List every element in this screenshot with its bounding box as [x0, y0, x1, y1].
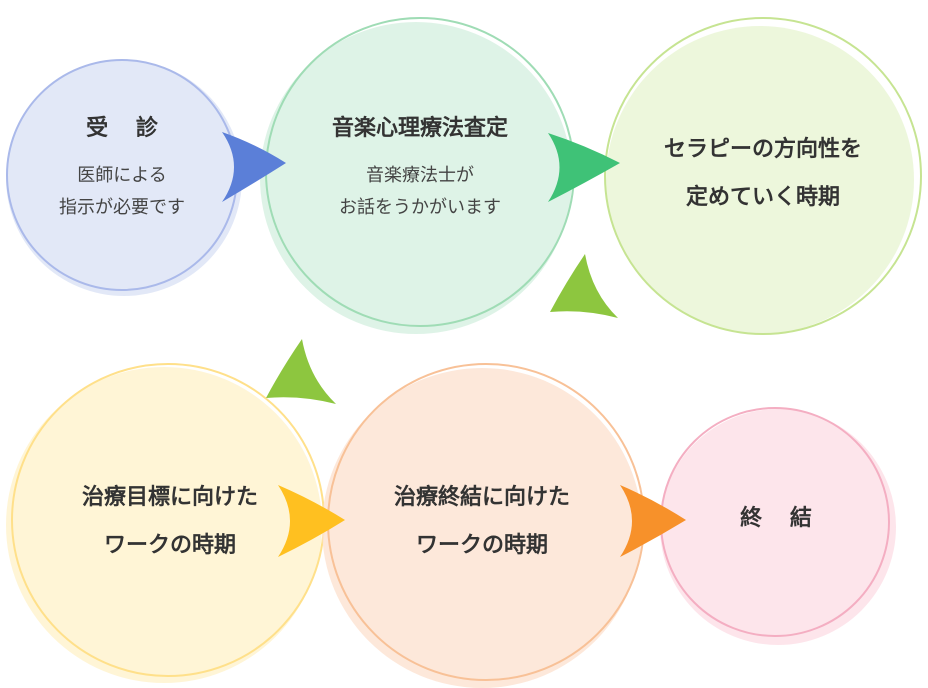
step-end-work-label: 治療終結に向けた ワークの時期	[342, 474, 622, 570]
arrow-goal-to-end	[278, 485, 345, 557]
step-assessment-shadow	[260, 22, 572, 334]
step-closing-label: 終 結	[696, 506, 856, 532]
step-direction-line-2: 定めていく時期	[685, 185, 840, 210]
step-closing-shadow	[660, 409, 896, 645]
arrow-direction-to-goal-upper	[550, 254, 618, 318]
step-end-work-line-1: 治療終結に向けた	[393, 485, 570, 510]
step-consult-title: 受 診	[86, 116, 168, 141]
step-goal-work-shadow	[6, 367, 322, 683]
step-consult-label: 受 診 医師による 指示が必要です	[32, 116, 212, 224]
step-closing-title: 終 結	[740, 506, 822, 531]
arrow-end-to-closing	[620, 485, 686, 557]
arrow-assessment-to-direction	[548, 133, 620, 202]
step-end-work-line-2: ワークの時期	[415, 533, 548, 558]
step-direction-shadow	[606, 26, 914, 334]
step-goal-work-line-2: ワークの時期	[103, 533, 236, 558]
step-direction-line-1: セラピーの方向性を	[663, 137, 862, 162]
step-goal-work-label: 治療目標に向けた ワークの時期	[30, 474, 310, 570]
arrow-direction-to-goal-lower	[266, 339, 336, 404]
step-goal-work-line-1: 治療目標に向けた	[81, 485, 258, 510]
arrow-consult-to-assessment	[222, 132, 286, 202]
step-assessment-line-2: お話をうかがいます	[339, 197, 501, 219]
step-assessment-line-1: 音楽療法士が	[366, 165, 474, 187]
step-end-work-shadow	[322, 368, 642, 688]
step-assessment-title: 音楽心理療法査定	[331, 116, 508, 141]
step-direction	[604, 17, 922, 335]
step-direction-circle	[604, 17, 922, 335]
step-direction-label: セラピーの方向性を 定めていく時期	[618, 126, 908, 222]
step-assessment-label: 音楽心理療法査定 音楽療法士が お話をうかがいます	[290, 116, 550, 224]
step-consult-line-2: 指示が必要です	[59, 197, 185, 219]
step-consult-shadow	[6, 60, 242, 296]
step-consult-line-1: 医師による	[77, 165, 167, 187]
